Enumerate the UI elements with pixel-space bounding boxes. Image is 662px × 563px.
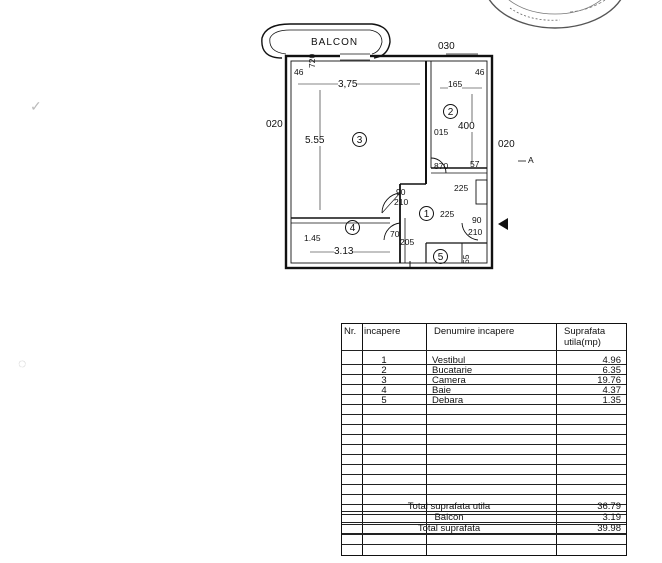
table-rule [342,444,626,445]
table-rule [342,504,626,505]
total-usable-value: 36.79 [597,501,621,512]
room-number-1: 1 [419,206,434,221]
table-rule [342,524,626,525]
table-rule [342,533,626,534]
table-rule [342,464,626,465]
dimension-label: 57 [470,159,480,169]
row-5-area: 1.35 [602,395,622,406]
table-rule [342,404,626,405]
balcony-label: BALCON [311,37,359,48]
dimension-label: 020 [498,139,515,150]
room-number-4: 4 [345,220,360,235]
room-number-5: 5 [433,249,448,264]
header-nr: Nr. [344,326,357,337]
dimension-label: 165 [448,79,463,89]
room-number-3: 3 [352,132,367,147]
table-rule [342,350,626,351]
stamp-seal [488,0,622,29]
floor-plan-drawing [261,23,526,270]
row-4-area: 4.37 [602,385,622,396]
dimension-label: 205 [400,237,415,247]
row-1-nr: 1 [381,355,387,366]
dimension-label: 70 [390,229,400,239]
row-3-name: Camera [432,375,466,386]
row-4-nr: 4 [381,385,387,396]
row-5-name: Debara [432,395,464,406]
room-area-table: Nr. incapere Denumire incapere Suprafata… [341,323,627,556]
row-2-nr: 2 [381,365,387,376]
table-rule [342,434,626,435]
table-rule [342,374,626,375]
section-mark: A [528,155,534,165]
dimension-label: 720 [307,53,317,68]
table-rule [342,414,626,415]
table-rule [342,544,626,545]
table-rule [342,394,626,395]
table-rule [342,384,626,385]
room-number-2: 2 [443,104,458,119]
row-1-area: 4.96 [602,355,622,366]
table-rule [342,534,626,535]
row-3-area: 19.76 [597,375,621,386]
dimension-label: 46 [294,67,304,77]
dimension-label: 225 [440,209,455,219]
row-2-area: 6.35 [602,365,622,376]
dimension-label: 015 [434,127,449,137]
faint-mark: ◌ [18,355,27,371]
dimension-label: 5.55 [305,135,325,146]
column-divider [426,324,427,555]
dimension-label: 46 [475,67,485,77]
header-denumire: Denumire incapere [434,326,515,337]
dimension-label: 3.13 [334,246,354,257]
header-incapere: incapere [364,326,401,337]
total-usable-label: Total suprafata utila [407,501,491,512]
dimension-label: 55 [461,254,471,264]
dimension-label: 3,75 [338,79,358,90]
faint-mark: ✓ [30,98,42,114]
dimension-label: 90 [396,187,406,197]
row-5-nr: 5 [381,395,387,406]
row-2-name: Bucatarie [432,365,473,376]
table-rule [342,494,626,495]
balcony-label-row: Balcon [434,512,464,523]
balcony-value: 3.19 [602,512,622,523]
table-rule [342,474,626,475]
table-rule [342,424,626,425]
dimension-label: 225 [454,183,469,193]
dimension-label: 030 [438,41,455,52]
table-rule [342,364,626,365]
floor-plan: BALCON 030 720 46 46 3,75 165 020 020 5.… [250,18,540,280]
column-divider [362,324,363,555]
dimension-label: 400 [458,121,475,132]
row-4-name: Baie [432,385,452,396]
dimension-label: 1.45 [304,233,321,243]
header-utila: utila(mp) [564,337,601,348]
total-area-label: Total suprafata [417,523,481,534]
table-rule [342,514,626,515]
dimension-label: 210 [468,227,483,237]
table-rule [342,454,626,455]
dimension-label: 870 [434,161,449,171]
dimension-label: 210 [394,197,409,207]
column-divider [556,324,557,555]
row-1-name: Vestibul [432,355,466,366]
dimension-label: 90 [472,215,482,225]
table-rule [342,522,626,523]
header-suprafata: Suprafata [564,326,606,337]
table-rule [342,484,626,485]
dimension-label: 020 [266,119,283,130]
total-area-value: 39.98 [597,523,621,534]
table-rule [342,511,626,512]
row-3-nr: 3 [381,375,387,386]
